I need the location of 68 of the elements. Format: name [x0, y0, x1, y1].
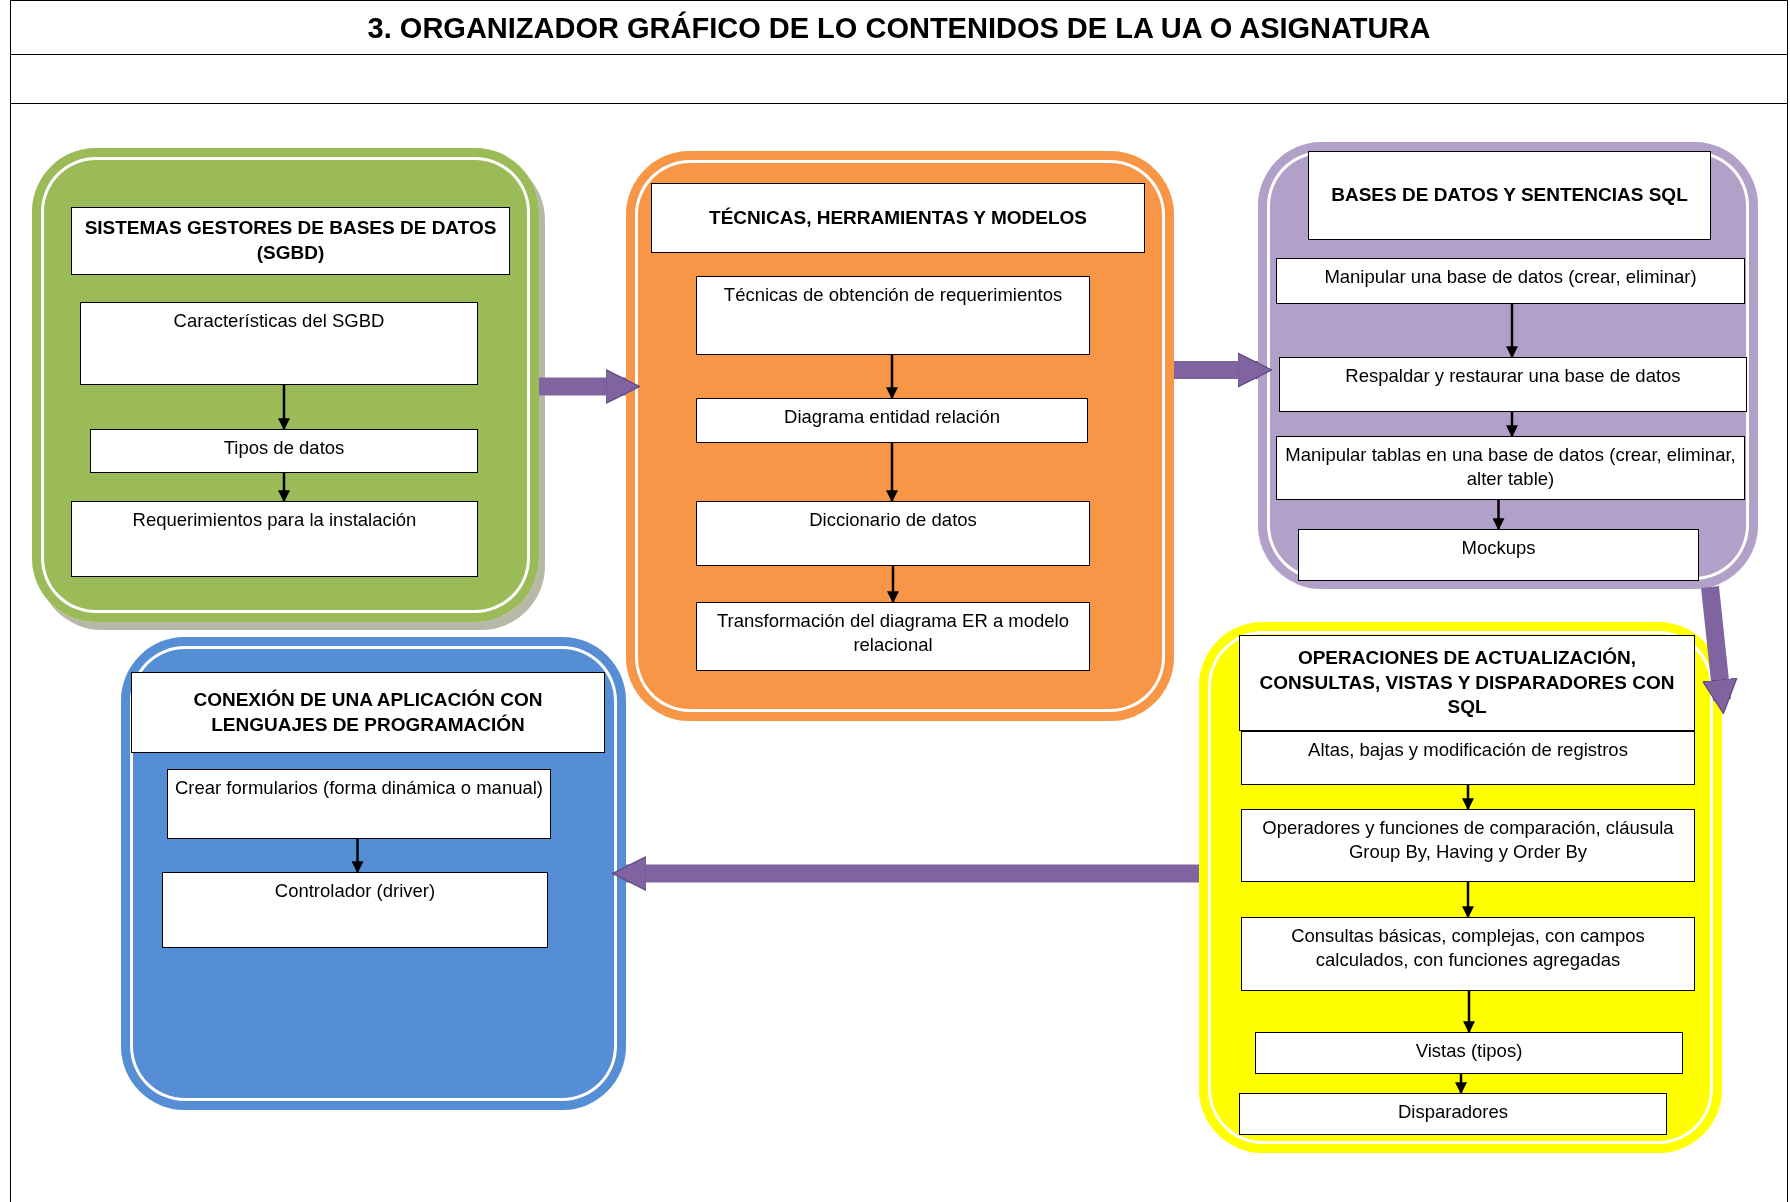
topic-box — [167, 769, 551, 839]
topic-text: Tipos de datos — [223, 436, 345, 460]
block-arrow — [611, 855, 1199, 892]
arrow — [887, 566, 899, 604]
heading-box — [131, 672, 605, 753]
topic-box — [696, 501, 1090, 566]
arrow — [351, 839, 364, 874]
topic-text: Vistas (tipos) — [1415, 1039, 1523, 1063]
heading-box — [651, 183, 1145, 253]
arrow — [1506, 304, 1518, 359]
topic-box — [696, 398, 1088, 443]
topic-box — [1298, 529, 1699, 581]
topic-box — [1276, 436, 1745, 500]
heading-box — [1239, 635, 1695, 731]
title: 3. ORGANIZADOR GRÁFICO DE LO CONTENIDOS DE LA UA O ASIGNATURA — [366, 10, 1432, 46]
topic-box — [696, 276, 1090, 355]
panel-background — [1258, 142, 1758, 589]
topic-text: Técnicas de obtención de requerimientos — [723, 283, 1063, 307]
topic-box — [696, 602, 1090, 671]
block-arrow — [1174, 352, 1273, 388]
topic-box — [1279, 357, 1747, 412]
heading-box — [71, 207, 510, 275]
topic-text: Requerimientos para la instalación — [132, 508, 417, 532]
topic-text: Características del SGBD — [173, 309, 385, 333]
block-arrow — [539, 368, 641, 405]
heading-text: BASES DE DATOS Y SENTENCIAS SQL — [1331, 183, 1688, 208]
arrow — [1462, 882, 1474, 919]
topic-box — [1255, 1032, 1683, 1074]
arrow — [278, 385, 290, 431]
arrow — [1506, 412, 1518, 438]
arrow — [886, 355, 898, 400]
topic-text: Mockups — [1461, 536, 1536, 560]
arrow — [278, 473, 290, 503]
topic-box — [1241, 917, 1695, 991]
topic-text: Diccionario de datos — [809, 508, 977, 532]
topic-box — [71, 501, 478, 577]
arrow — [1462, 785, 1474, 811]
topic-box — [1239, 1093, 1667, 1135]
arrow — [1492, 500, 1505, 531]
panel-background — [626, 151, 1174, 721]
arrow — [886, 443, 898, 503]
topic-text: Diagrama entidad relación — [784, 405, 1000, 429]
topic-text: Altas, bajas y modificación de registros — [1308, 738, 1628, 762]
heading-box — [1308, 151, 1711, 240]
panel-background — [1199, 622, 1722, 1153]
topic-text: Manipular una base de datos (crear, eliminar) — [1324, 265, 1697, 289]
panel-background — [121, 637, 626, 1110]
topic-text: Controlador (driver) — [274, 879, 436, 903]
heading-text: CONEXIÓN DE UNA APLICACIÓN CON LENGUAJES DE PROGRAMACIÓN — [192, 687, 544, 737]
topic-text: Operadores y funciones de comparación, cláusula Group By, Having y Order By — [1261, 816, 1675, 865]
block-arrow — [1701, 586, 1738, 715]
heading-text: SISTEMAS GESTORES DE BASES DE DATOS (SGBD) — [83, 216, 498, 265]
heading-text: OPERACIONES DE ACTUALIZACIÓN, CONSULTAS, VISTAS Y DISPARADORES CON SQL — [1258, 645, 1676, 720]
topic-box — [80, 302, 478, 385]
arrow — [1455, 1074, 1467, 1095]
topic-text: Disparadores — [1398, 1100, 1508, 1124]
topic-box — [1241, 731, 1695, 785]
heading-text: TÉCNICAS, HERRAMIENTAS Y MODELOS — [709, 205, 1087, 230]
arrow — [1463, 991, 1475, 1034]
topic-box — [1276, 258, 1745, 304]
topic-text: Consultas básicas, complejas, con campos calculados, con funciones agregadas — [1290, 924, 1646, 973]
topic-box — [90, 429, 478, 473]
topic-text: Transformación del diagrama ER a modelo relacional — [716, 609, 1070, 658]
topic-text: Respaldar y restaurar una base de datos — [1345, 364, 1681, 388]
topic-text: Manipular tablas en una base de datos (crear, eliminar, alter table) — [1284, 443, 1737, 492]
topic-text: Crear formularios (forma dinámica o manual) — [174, 776, 544, 800]
topic-box — [1241, 809, 1695, 882]
topic-box — [162, 872, 548, 948]
